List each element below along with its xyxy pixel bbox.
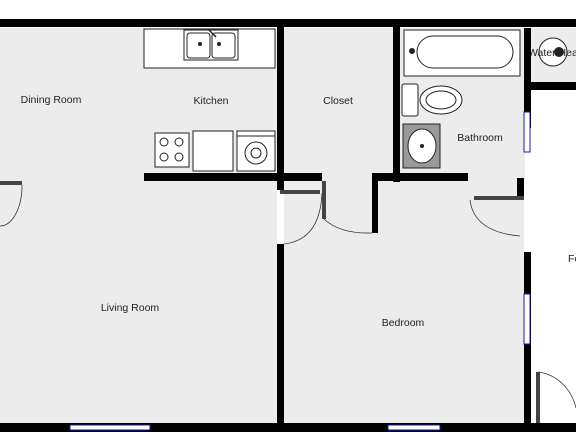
water-heater-bottom-wall [531, 82, 576, 90]
foyer-door [536, 372, 540, 423]
bathroom-fixtures [401, 29, 521, 169]
dining-door-swing [0, 184, 23, 227]
closet-label: Closet [323, 95, 353, 107]
kitchen-fixtures [143, 28, 276, 172]
living-room-floor [0, 180, 277, 424]
dining-door [0, 181, 22, 185]
floor-areas [0, 28, 576, 424]
bedroom-window-side [523, 293, 531, 345]
doors [0, 181, 576, 423]
kitchen-closet-wall [277, 27, 284, 190]
bedroom-label: Bedroom [382, 317, 425, 329]
kitchen-label: Kitchen [193, 95, 228, 107]
living-room-label: Living Room [101, 302, 160, 314]
living-door [280, 190, 320, 194]
dining-room-label: Dining Room [21, 94, 82, 106]
sink-icon [183, 29, 239, 61]
closet-bottom-wall [284, 173, 322, 181]
bedroom-top-wall [372, 173, 468, 181]
bedroom-floor [284, 180, 524, 424]
washer-icon [236, 130, 276, 172]
bedroom-right-wall-mid [517, 178, 524, 198]
toilet-icon [401, 83, 463, 117]
foyer-door-swing [537, 371, 576, 409]
kitchen-cabinet [192, 130, 234, 172]
water-heater-label: Water Heater [528, 47, 576, 59]
closet-door-swing [323, 218, 373, 234]
water-heater-closet: Water Heater [528, 37, 576, 67]
bedroom-left-upper-stub [372, 173, 378, 233]
bottom-wall [0, 423, 576, 432]
bath-door-swing [469, 199, 521, 237]
closet-bath-wall [393, 27, 400, 182]
living-window-bottom [69, 424, 151, 431]
closet-door [322, 181, 326, 219]
bathroom-sink-icon [402, 123, 441, 169]
foyer-label: Foyer [568, 253, 576, 265]
bath-window [523, 111, 531, 153]
closet-floor [284, 28, 393, 180]
living-door-swing [283, 192, 323, 245]
kitchen-bottom-wall [144, 173, 277, 181]
bathtub-icon [403, 29, 521, 77]
cooktop-icon [154, 132, 190, 168]
water-heater-icon [538, 37, 568, 67]
bedroom-right-wall-upper [524, 28, 531, 128]
bathroom-label: Bathroom [457, 132, 503, 144]
room-labels: Dining Room Kitchen Closet Bathroom Livi… [21, 94, 576, 329]
top-wall [0, 19, 576, 27]
windows [69, 111, 531, 431]
bedroom-window-bottom [387, 424, 441, 431]
bath-door [474, 196, 524, 200]
foyer-floor [531, 90, 576, 424]
living-bedroom-wall [277, 244, 284, 423]
